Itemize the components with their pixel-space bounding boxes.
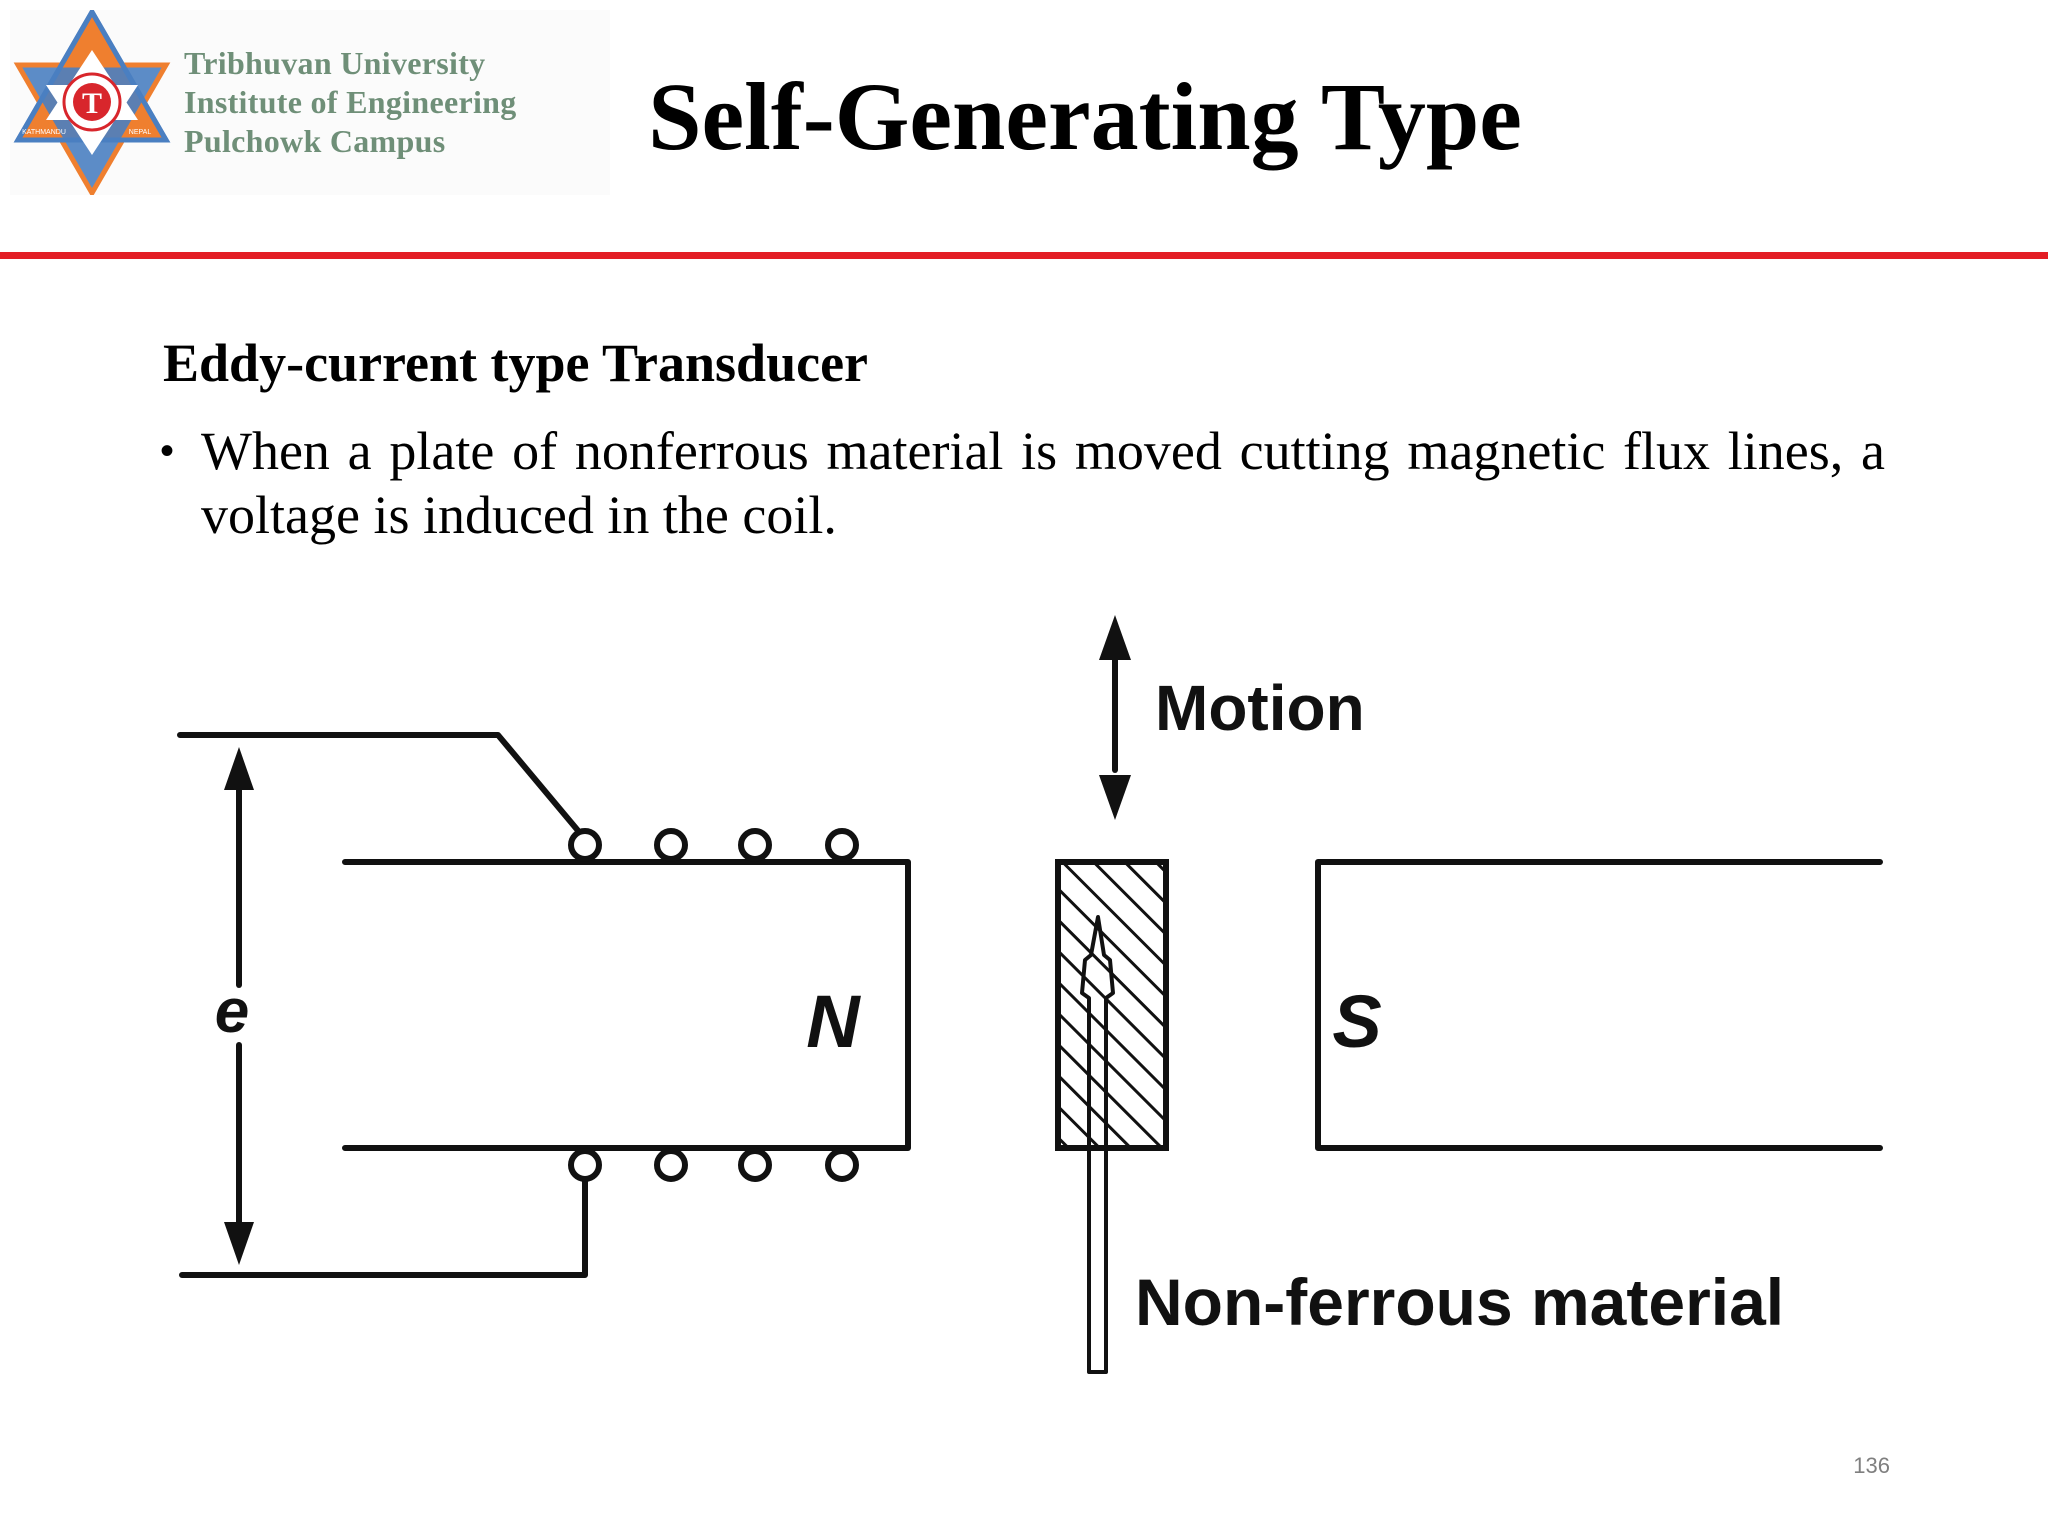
- motion-arrow-up-icon: [1099, 615, 1131, 660]
- slide-title: Self-Generating Type: [648, 63, 1522, 170]
- north-magnet-body: [342, 859, 911, 1151]
- motion-label: Motion: [1155, 672, 1365, 744]
- institution-name: Tribhuvan University Institute of Engine…: [184, 44, 604, 161]
- emf-arrow-down-icon: [224, 1222, 254, 1265]
- emf-arrow-up-icon: [224, 747, 254, 790]
- lower-lead-wire: [179, 1162, 588, 1278]
- eddy-current-diagram: e N S Motion Non-ferrous material: [177, 615, 1883, 1374]
- bullet-text: When a plate of nonferrous material is m…: [201, 421, 1885, 545]
- coil-turn-top: [738, 828, 772, 862]
- institution-logo: T KATHMANDU NEPAL Tribhuvan University I…: [10, 10, 610, 195]
- upper-lead-wire: [177, 732, 583, 836]
- coil-turn-bottom: [568, 1148, 602, 1182]
- south-magnet-body: [1315, 859, 1883, 1151]
- coil-turn-top: [825, 828, 859, 862]
- campus-name: Pulchowk Campus: [184, 123, 446, 159]
- tu-emblem-icon: T KATHMANDU NEPAL: [13, 10, 171, 195]
- motion-arrow-down-icon: [1099, 775, 1131, 820]
- plate-label: Non-ferrous material: [1135, 1265, 1784, 1339]
- non-ferrous-plate: [1055, 859, 1169, 1151]
- emblem-letter: T: [82, 87, 102, 120]
- north-pole-label: N: [806, 980, 861, 1063]
- page-number: 136: [1853, 1453, 1890, 1478]
- emblem-text-left: KATHMANDU: [22, 129, 66, 136]
- coil-turn-bottom: [654, 1148, 688, 1182]
- coil-turn-top: [568, 828, 602, 862]
- title-divider: [0, 252, 2048, 259]
- coil-turn-bottom: [825, 1148, 859, 1182]
- institute-name: Institute of Engineering: [184, 84, 517, 120]
- south-pole-label: S: [1332, 980, 1381, 1063]
- emf-label: e: [215, 977, 249, 1046]
- coil-turn-bottom: [738, 1148, 772, 1182]
- emblem-text-right: NEPAL: [129, 129, 152, 136]
- bullet-point: • When a plate of nonferrous material is…: [160, 419, 1885, 547]
- section-heading: Eddy-current type Transducer: [163, 333, 869, 393]
- bullet-icon: •: [160, 429, 175, 473]
- coil-turn-top: [654, 828, 688, 862]
- university-name: Tribhuvan University: [184, 45, 486, 81]
